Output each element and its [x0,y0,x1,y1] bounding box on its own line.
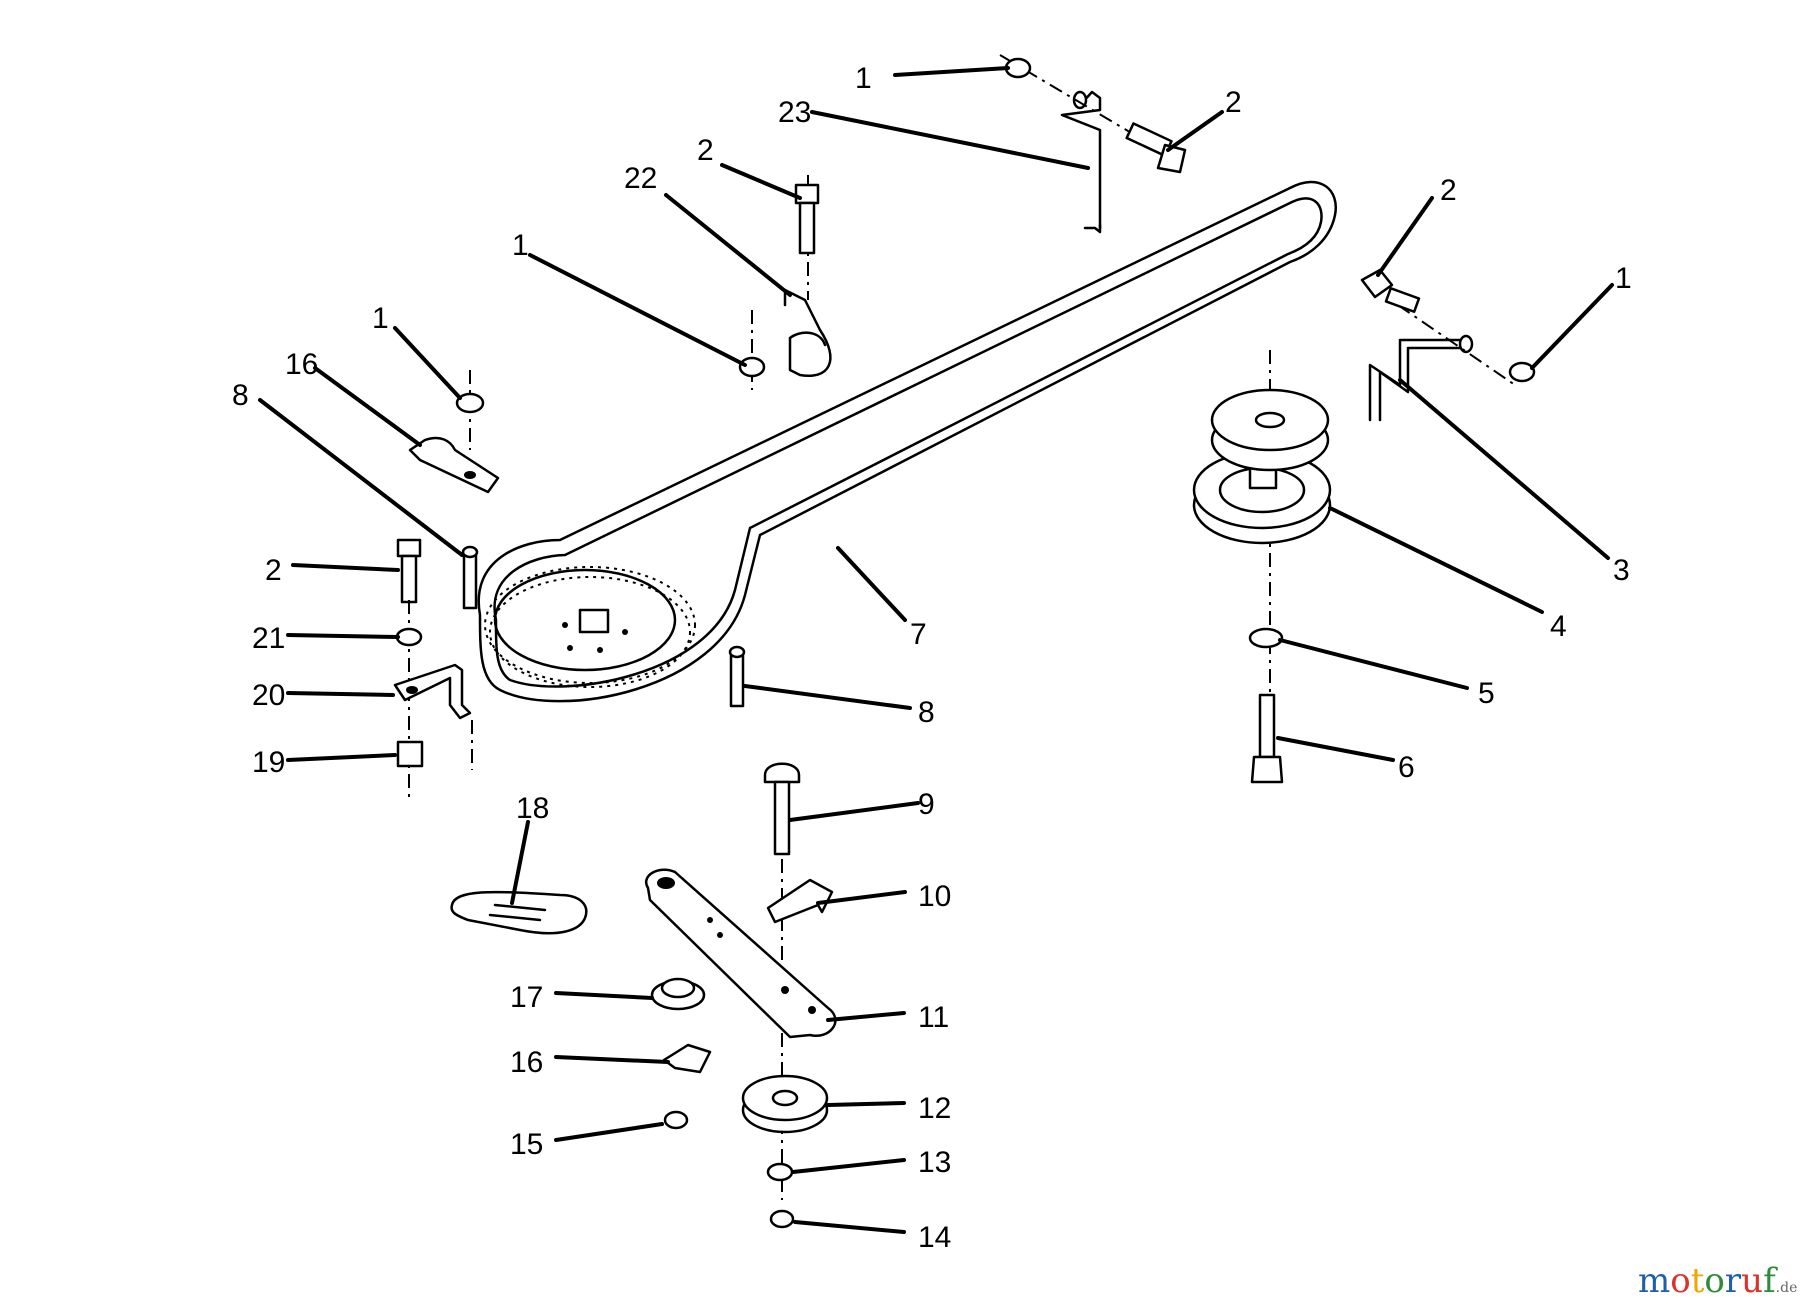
wm-suffix: .de [1776,1280,1798,1296]
callout-22: 22 [624,162,657,195]
idler-arm-assembly [645,762,837,1229]
leader-lines [258,66,1614,1234]
callout-20: 20 [252,679,285,712]
callout-9: 9 [918,788,935,821]
drive-pulley [484,566,696,688]
belt-guide-3 [1360,268,1536,422]
callout-15: 15 [510,1128,543,1161]
wm-letter: m [1638,1261,1670,1301]
decal-18 [450,890,588,935]
callout-2-a: 2 [1225,86,1242,119]
callout-numbers: 1 2 23 2 22 1 1 16 8 2 21 20 19 2 1 3 4 … [232,62,1632,1254]
nut-15 [663,1110,689,1130]
callout-7: 7 [910,618,927,651]
callout-1-a: 1 [855,62,872,95]
callout-21: 21 [252,622,285,655]
wm-letter: f [1763,1261,1778,1301]
callout-23: 23 [778,96,811,129]
wm-letter: t [1691,1261,1705,1301]
callout-6: 6 [1398,751,1415,784]
bracket-16-left [408,370,500,494]
callout-8-a: 8 [232,379,249,412]
nut-1-right [1508,361,1536,383]
callout-3: 3 [1613,554,1630,587]
motoruf-watermark: motoruf.de [1638,1261,1797,1301]
bolt-6-head [1250,755,1284,784]
nut-1-22 [738,356,766,378]
wm-letter: o [1704,1261,1724,1301]
callout-2-c: 2 [265,554,282,587]
callout-1-c: 1 [372,302,389,335]
idler-pulley-assembly [1192,350,1332,784]
callout-2-b: 2 [697,134,714,167]
washer-21 [395,627,423,647]
callout-1-d: 1 [1615,262,1632,295]
wm-letter: o [1670,1261,1690,1301]
callout-1-b: 1 [512,229,529,262]
small-parts-lower-left [650,977,712,1130]
belt-guide-23 [999,54,1187,234]
belt-guide-22 [738,175,832,390]
callout-11: 11 [918,1001,949,1034]
wm-letter: u [1741,1261,1763,1301]
callout-14: 14 [918,1221,951,1254]
callout-18: 18 [516,792,549,825]
wm-letter: r [1725,1261,1742,1301]
idler-arm-11 [645,868,837,1039]
pin-8-right [729,648,745,708]
nut-1-left [455,392,485,414]
bracket-10 [766,878,834,924]
callout-10: 10 [918,880,951,913]
callout-19: 19 [252,746,285,779]
bracket-16-lower [662,1043,712,1074]
washer-14 [769,1209,795,1229]
callout-16-a: 16 [285,348,318,381]
bolt-6-shank [1258,693,1276,759]
carriage-bolt-9-head [763,762,801,784]
left-hardware [393,538,479,800]
callout-13: 13 [918,1146,951,1179]
callout-17: 17 [510,981,543,1014]
washer-5 [1248,627,1284,649]
callout-8-b: 8 [918,696,935,729]
callout-4: 4 [1550,610,1567,643]
callout-5: 5 [1478,677,1495,710]
pin-8-left [462,548,478,610]
bolt-2-left-head [396,538,422,558]
bolt-2-right-head [1360,268,1394,299]
callout-16-b: 16 [510,1046,543,1079]
bolt-2-22-head [794,183,820,205]
washer-13 [766,1162,794,1182]
nut-19 [396,740,424,768]
v-belt [477,180,1338,703]
callout-12: 12 [918,1092,951,1125]
bracket-20 [393,663,472,720]
callout-2-d: 2 [1440,174,1457,207]
